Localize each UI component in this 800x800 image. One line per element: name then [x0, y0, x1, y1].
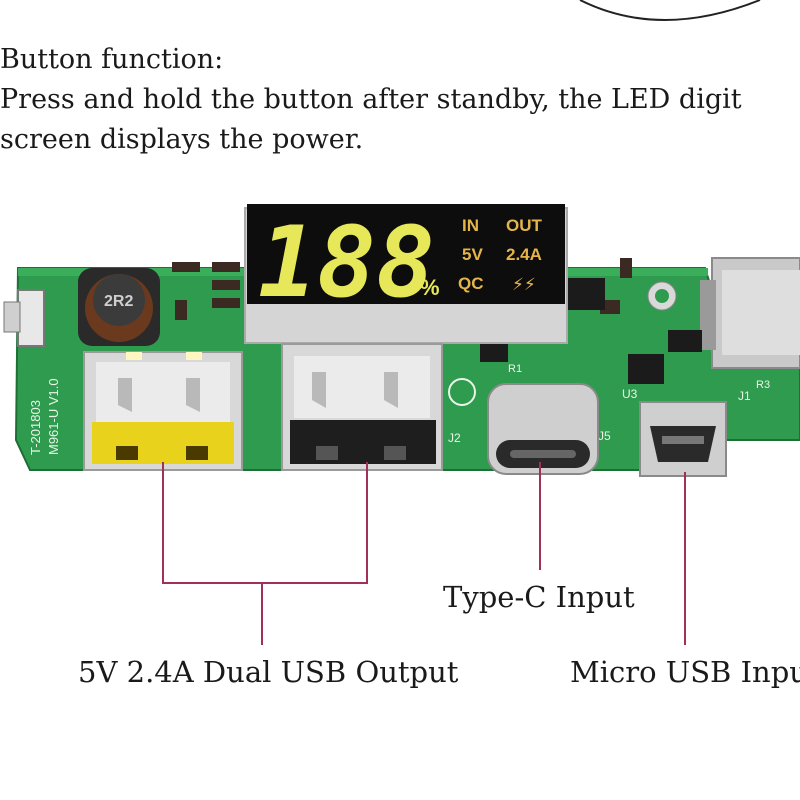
push-button — [3, 289, 45, 347]
typec-input-label: Type-C Input — [443, 580, 635, 614]
display-voltage: 5V — [462, 245, 483, 264]
description-line-1: Press and hold the button after standby,… — [0, 84, 742, 115]
display-in: IN — [462, 216, 479, 235]
silk-j2: J2 — [448, 431, 461, 445]
silk-u3: U3 — [622, 387, 638, 401]
jy-logo — [448, 378, 476, 406]
led-display: 188 % IN OUT 5V 2.4A QC ⚡⚡ — [244, 204, 568, 344]
date-marking: T-201803 — [28, 400, 43, 455]
description-line-2: screen displays the power. — [0, 124, 364, 155]
silk-r3: R3 — [756, 379, 770, 391]
usb-output-label: 5V 2.4A Dual USB Output — [78, 655, 459, 689]
display-qc: QC — [458, 274, 484, 293]
bolt-icon: ⚡⚡ — [512, 275, 536, 295]
display-current: 2.4A — [506, 245, 542, 264]
description-heading: Button function: — [0, 44, 224, 75]
silk-j5: J5 — [598, 429, 611, 443]
display-digits: 188 — [258, 206, 435, 320]
inductor-marking: 2R2 — [104, 293, 133, 310]
inductor: 2R2 — [78, 268, 160, 346]
model-marking: M961-U V1.0 — [46, 378, 61, 455]
usb-a-port-yellow — [83, 351, 243, 471]
usb-a-port-black — [281, 343, 443, 471]
display-percent: % — [420, 275, 440, 300]
callout-lines — [162, 462, 686, 645]
silk-r1: R1 — [508, 363, 522, 375]
micro-usb-input-label: Micro USB Inpu — [570, 655, 800, 689]
type-c-port — [487, 383, 599, 475]
silk-j1: J1 — [738, 389, 751, 403]
side-connector — [700, 257, 800, 369]
micro-usb-port — [639, 401, 727, 477]
ic-chips — [480, 278, 702, 384]
circle-arc — [579, 0, 761, 21]
display-out: OUT — [506, 216, 543, 235]
